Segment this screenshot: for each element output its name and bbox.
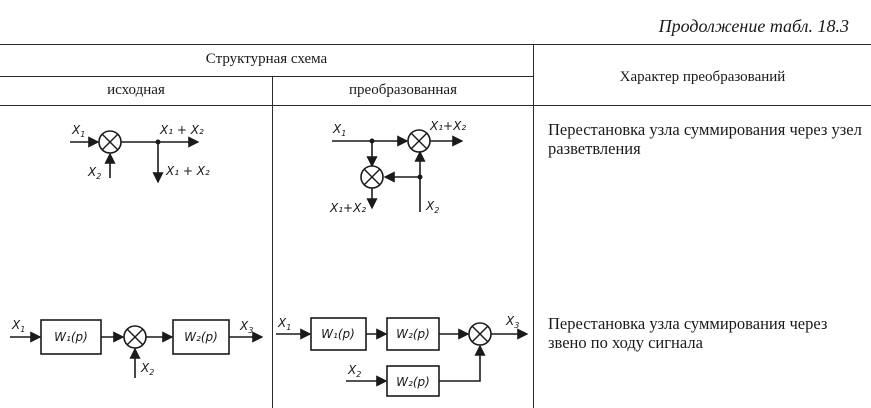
r2t-w2-branch-label: W₂(p) — [396, 375, 430, 389]
header-transformed: преобразованная — [349, 82, 457, 98]
header-structure: Структурная схема — [205, 51, 328, 67]
r1o-x1-label: X1 — [71, 123, 85, 139]
r2o-w1-label: W₁(p) — [54, 330, 88, 344]
column-divider-1 — [272, 76, 273, 408]
block-w1 — [310, 317, 367, 351]
r1t-out-top-label: X₁+X₂ — [429, 119, 466, 133]
r2o-w2-label: W₂(p) — [184, 330, 218, 344]
r2o-x2-label: X2 — [140, 361, 154, 377]
r1t-x2-label: X2 — [425, 199, 439, 215]
r2t-w1-label: W₁(p) — [321, 327, 355, 341]
sum-node-upper — [407, 129, 431, 153]
row2-transformed-diagram: X1 W₁(p) W₂(p) X3 X2 W₂(p) — [276, 314, 529, 397]
header-original: исходная — [107, 82, 165, 98]
block-w1 — [40, 319, 102, 355]
row2-original-diagram: X1 W₁(p) X2 W₂(p) X3 — [10, 318, 264, 378]
sum-node — [468, 322, 492, 346]
r1t-x1-label: X1 — [332, 122, 346, 138]
table-top-rule — [0, 44, 871, 45]
r1o-out-bottom-label: X₁ + X₂ — [165, 164, 210, 178]
sum-node — [123, 325, 147, 349]
transformation-table: Структурная схема исходная преобразованн… — [0, 44, 871, 408]
r1o-x2-label: X2 — [87, 165, 101, 181]
header-bottom-rule — [0, 105, 871, 106]
r1t-out-left-label: X₁+X₂ — [329, 201, 366, 215]
r2t-x2-label: X2 — [347, 363, 361, 379]
r1o-out-top-label: X₁ + X₂ — [159, 123, 204, 137]
row2-description: Перестановка узла суммирования через зве… — [548, 314, 828, 352]
row1-description: Перестановка узла суммирования через узе… — [548, 120, 862, 158]
r2t-x1-label: X1 — [277, 316, 291, 332]
header-character: Характер преобразований — [619, 69, 786, 85]
header-mid-rule — [0, 76, 533, 77]
r2o-x3-label: X3 — [239, 319, 253, 335]
row1-original-diagram: X1 X2 X₁ + X₂ X₁ + X₂ — [70, 123, 210, 184]
r2t-x3-label: X3 — [505, 314, 519, 330]
table-caption: Продолжение табл. 18.3 — [658, 16, 849, 36]
row1-transformed-diagram: X1 X₁+X₂ X₁+X₂ X2 — [329, 119, 466, 215]
r2t-w2-label: W₂(p) — [396, 327, 430, 341]
r2o-x1-label: X1 — [11, 318, 25, 334]
column-divider-2 — [533, 44, 534, 408]
